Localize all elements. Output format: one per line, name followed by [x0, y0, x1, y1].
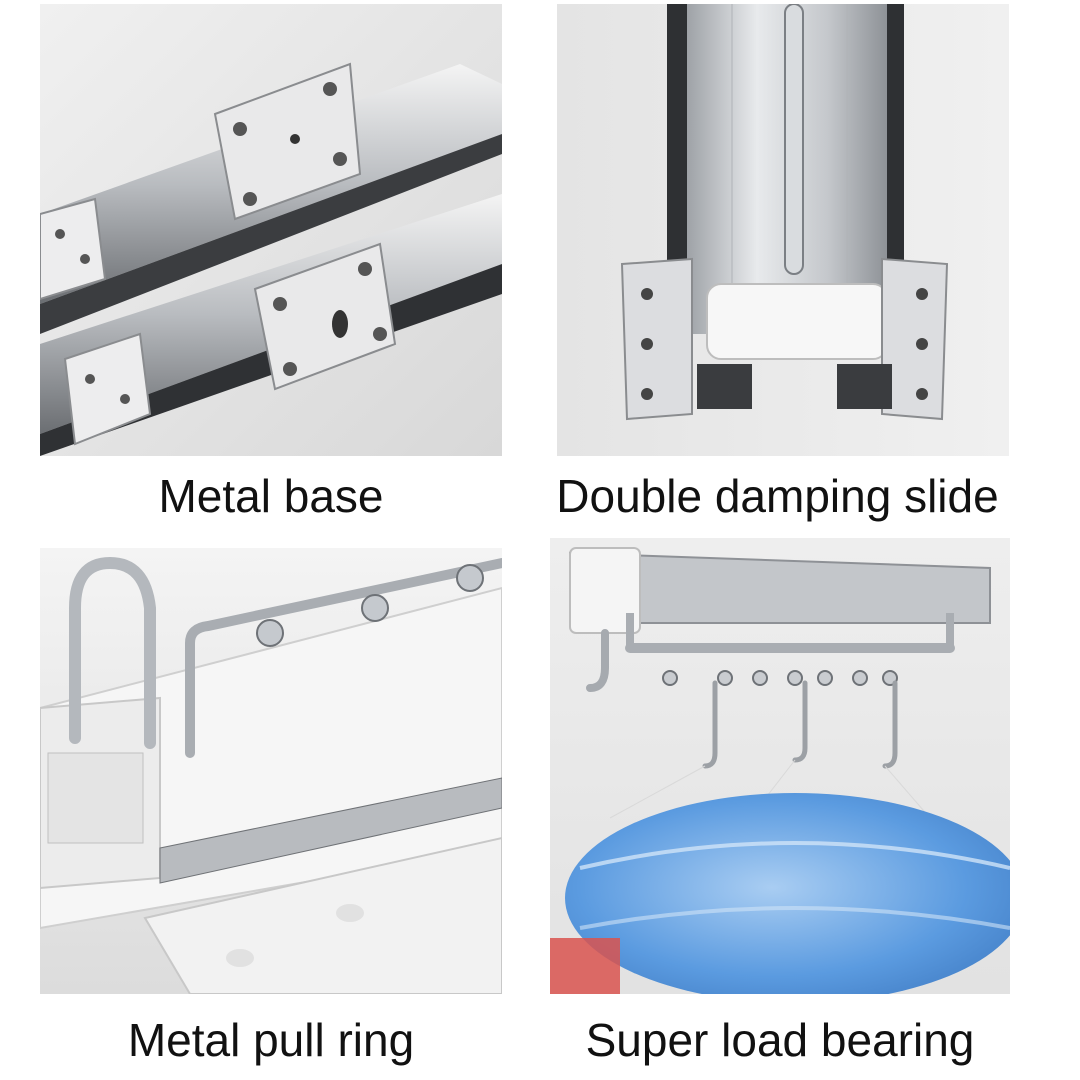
- photo-metal-pull-ring: [40, 548, 502, 994]
- photo-super-load-bearing: [550, 538, 1010, 994]
- damping-slide-illustration: [557, 4, 1009, 456]
- mounting-plate: [253, 242, 397, 391]
- mounting-bracket: [881, 257, 949, 421]
- pull-ring-illustration: [40, 548, 502, 994]
- mounting-plate: [40, 197, 107, 301]
- water-bottle: [565, 793, 1010, 994]
- photo-metal-base: [40, 4, 502, 456]
- caption-super-load-bearing: Super load bearing: [585, 1014, 975, 1066]
- hooks: [702, 680, 898, 769]
- mounting-plate: [63, 332, 152, 446]
- mounting-bracket: [620, 257, 693, 421]
- mounting-plate: [213, 62, 362, 221]
- caption-double-damping-slide: Double damping slide: [556, 470, 999, 522]
- caption-metal-pull-ring: Metal pull ring: [127, 1014, 415, 1066]
- metal-base-illustration: [40, 4, 502, 456]
- photo-double-damping-slide: [557, 4, 1009, 456]
- pull-ring: [69, 556, 156, 749]
- load-bearing-illustration: [550, 538, 1010, 994]
- caption-metal-base: Metal base: [158, 470, 384, 522]
